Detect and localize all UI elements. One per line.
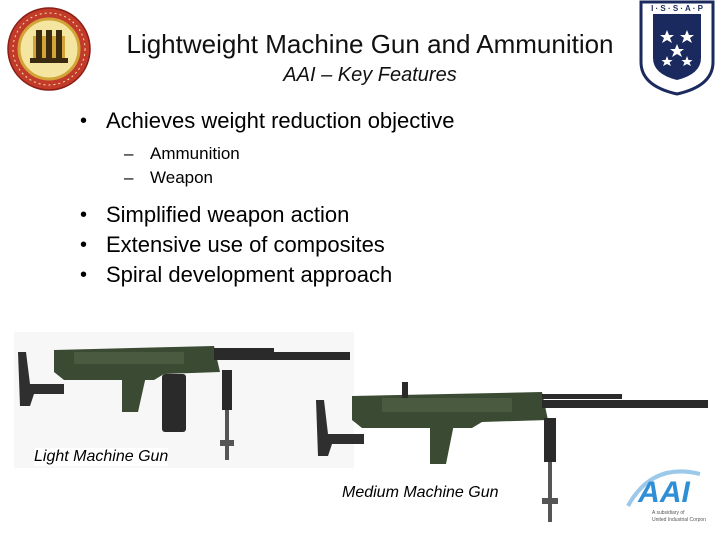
bullet-item: • Extensive use of composites <box>80 230 640 260</box>
bullet-item: • Spiral development approach <box>80 260 640 290</box>
sub-bullet-glyph: – <box>124 168 134 187</box>
svg-text:AAI: AAI <box>637 476 690 509</box>
bullet-text: Simplified weapon action <box>106 202 350 227</box>
bullet-glyph: • <box>80 110 88 132</box>
bullet-item: • Simplified weapon action <box>80 200 640 230</box>
svg-text:United Industrial Corporation: United Industrial Corporation <box>652 517 706 523</box>
bullet-text: Spiral development approach <box>106 262 393 287</box>
army-seal-logo <box>7 7 91 91</box>
slide-subtitle: AAI – Key Features <box>283 64 457 86</box>
light-machine-gun-caption: Light Machine Gun <box>34 448 169 466</box>
sub-bullet-item: – Weapon <box>80 166 640 190</box>
sub-bullet-text: Ammunition <box>150 144 240 163</box>
sub-bullet-item: – Ammunition <box>80 142 640 166</box>
medium-machine-gun-image <box>316 382 708 522</box>
bullet-list: • Achieves weight reduction objective – … <box>80 106 640 290</box>
bullet-glyph: • <box>80 204 88 226</box>
svg-text:A subsidiary of: A subsidiary of <box>652 510 685 516</box>
bullet-text: Extensive use of composites <box>106 232 385 257</box>
medium-machine-gun-caption: Medium Machine Gun <box>342 484 499 502</box>
bullet-glyph: • <box>80 234 88 256</box>
aai-logo: AAI A subsidiary of United Industrial Co… <box>626 469 706 523</box>
light-machine-gun-image <box>14 332 354 468</box>
bullet-item: • Achieves weight reduction objective <box>80 106 640 136</box>
slide-title: Lightweight Machine Gun and Ammunition <box>126 29 614 59</box>
svg-text:I · S · S · A · P: I · S · S · A · P <box>651 4 704 13</box>
bullet-glyph: • <box>80 264 88 286</box>
bullet-text: Achieves weight reduction objective <box>106 108 455 133</box>
sub-bullet-glyph: – <box>124 144 134 163</box>
issap-badge-logo: I · S · S · A · P <box>639 0 715 96</box>
sub-bullet-text: Weapon <box>150 168 214 187</box>
